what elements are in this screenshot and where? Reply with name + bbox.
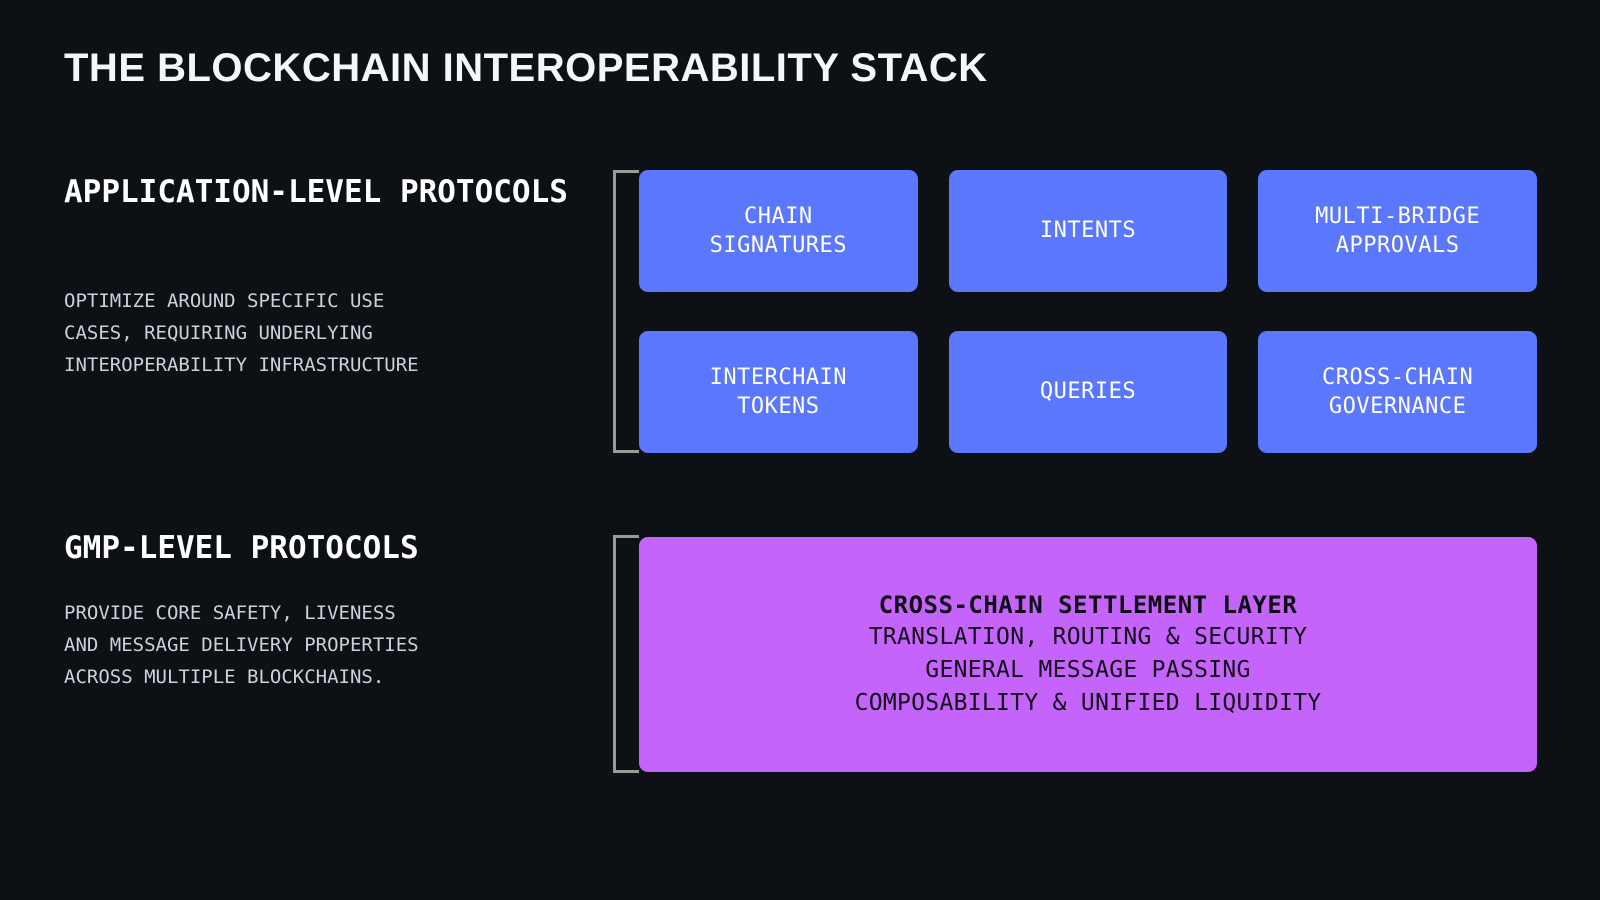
bracket-gmp-level (613, 535, 639, 773)
page-title: THE BLOCKCHAIN INTEROPERABILITY STACK (64, 46, 988, 90)
section-label-application-level: APPLICATION-LEVEL PROTOCOLS (64, 174, 568, 210)
settlement-panel-line-2: GENERAL MESSAGE PASSING (925, 657, 1251, 684)
card-chain-signatures[interactable]: CHAIN SIGNATURES (639, 170, 918, 292)
card-interchain-tokens[interactable]: INTERCHAIN TOKENS (639, 331, 918, 453)
card-cross-chain-governance[interactable]: CROSS-CHAIN GOVERNANCE (1258, 331, 1537, 453)
application-card-grid: CHAIN SIGNATURES INTENTS MULTI-BRIDGE AP… (639, 170, 1537, 453)
section-description-application-level: OPTIMIZE AROUND SPECIFIC USE CASES, REQU… (64, 290, 419, 376)
cross-chain-settlement-layer-panel[interactable]: CROSS-CHAIN SETTLEMENT LAYER TRANSLATION… (639, 537, 1537, 772)
card-multi-bridge-approvals[interactable]: MULTI-BRIDGE APPROVALS (1258, 170, 1537, 292)
bracket-application-level (613, 170, 639, 453)
card-queries[interactable]: QUERIES (948, 331, 1228, 453)
section-label-gmp-level: GMP-LEVEL PROTOCOLS (64, 530, 419, 566)
settlement-panel-title: CROSS-CHAIN SETTLEMENT LAYER (878, 590, 1298, 619)
settlement-panel-line-1: TRANSLATION, ROUTING & SECURITY (868, 624, 1308, 651)
card-intents[interactable]: INTENTS (948, 170, 1228, 292)
section-description-gmp-level: PROVIDE CORE SAFETY, LIVENESS AND MESSAG… (64, 602, 419, 688)
settlement-panel-line-3: COMPOSABILITY & UNIFIED LIQUIDITY (854, 690, 1322, 717)
